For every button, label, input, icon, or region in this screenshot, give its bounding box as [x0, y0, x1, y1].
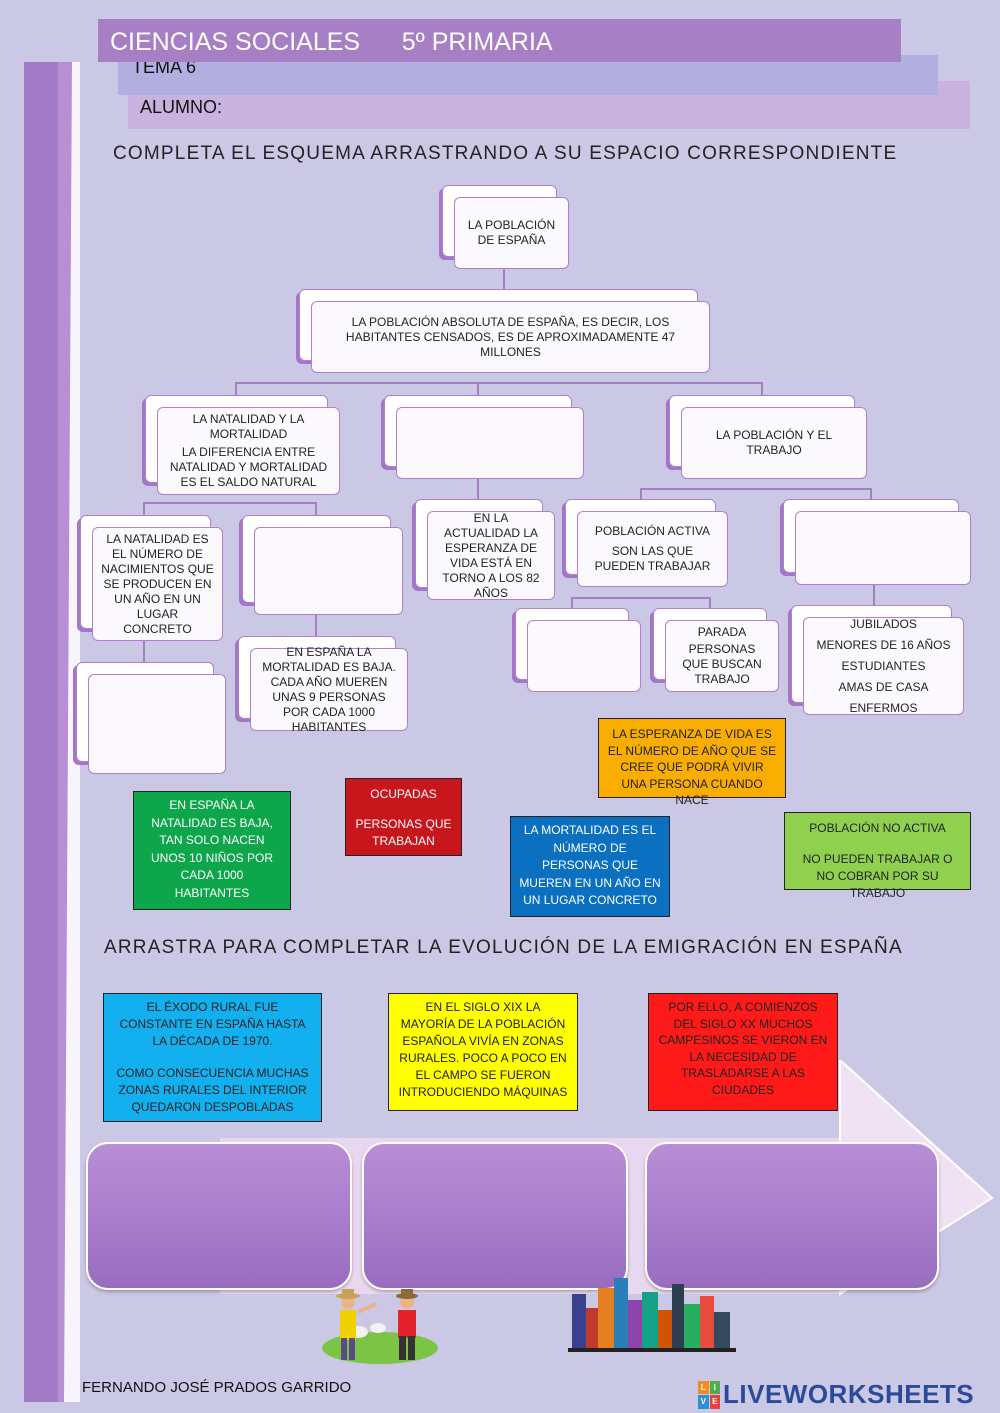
subject-title: CIENCIAS SOCIALES 5º PRIMARIA [98, 19, 901, 62]
node-mortalidad-baja-text: EN ESPAÑA LA MORTALIDAD ES BAJA. CADA AÑ… [262, 644, 396, 734]
node-trabajo-text: LA POBLACIÓN Y EL TRABAJO [715, 428, 833, 457]
node-activa-title: POBLACIÓN ACTIVA [594, 524, 711, 538]
node-poblacion-trabajo: LA POBLACIÓN Y EL TRABAJO [669, 395, 867, 479]
list-item: AMAS DE CASA [838, 679, 929, 694]
scheme-instruction: COMPLETA EL ESQUEMA ARRASTRANDO A SU ESP… [113, 143, 898, 164]
card-title: POBLACIÓN NO ACTIVA [809, 821, 946, 835]
node-natalidad-def-text: LA NATALIDAD ES EL NÚMERO DE NACIMIENTOS… [101, 531, 214, 636]
logo-badge-letter: I [709, 1380, 720, 1394]
node-absolute-text: LA POBLACIÓN ABSOLUTA DE ESPAÑA, ES DECI… [345, 314, 676, 359]
drag-card-natalidad-baja[interactable]: EN ESPAÑA LA NATALIDAD ES BAJA, TAN SOLO… [133, 791, 291, 910]
drag-card-mortalidad-def[interactable]: LA MORTALIDAD ES EL NÚMERO DE PERSONAS Q… [510, 816, 670, 917]
drag-card-esperanza-def[interactable]: LA ESPERANZA DE VIDA ES EL NÚMERO DE AÑO… [598, 718, 786, 807]
farmers-illustration [322, 1289, 438, 1364]
drop-zone-mortalidad-def[interactable] [242, 515, 403, 615]
drop-zone-natalidad-baja[interactable] [76, 662, 226, 774]
node-natalidad-def: LA NATALIDAD ES EL NÚMERO DE NACIMIENTOS… [80, 515, 223, 641]
card-title: OCUPADAS [370, 787, 437, 801]
node-natalidad-mortalidad: LA NATALIDAD Y LA MORTALIDAD LA DIFERENC… [145, 395, 340, 495]
drop-zone-esperanza[interactable] [384, 395, 584, 479]
node-root-text: LA POBLACIÓN DE ESPAÑA [467, 218, 556, 247]
logo-text: LIVEWORKSHEETS [723, 1379, 975, 1409]
card-text-2: COMO CONSECUENCIA MUCHAS ZONAS RURALES D… [116, 1066, 309, 1114]
list-item: JUBILADOS [850, 616, 917, 631]
node-parada-title: PARADA [697, 625, 747, 639]
node-esperanza-actual: EN LA ACTUALIDAD LA ESPERANZA DE VIDA ES… [415, 499, 555, 600]
node-no-activa-list: JUBILADOS MENORES DE 16 AÑOS ESTUDIANTES… [791, 605, 964, 715]
list-item: MENORES DE 16 AÑOS [816, 637, 951, 652]
drop-zone-ocupadas[interactable] [515, 608, 641, 692]
node-natalidad-title: LA NATALIDAD Y LA MORTALIDAD [192, 412, 305, 441]
tema-label: TEMA 6 [132, 57, 197, 77]
logo-badge-letter: V [698, 1395, 709, 1409]
left-decorative-bar [24, 62, 80, 1402]
drag-card-no-activa[interactable]: POBLACIÓN NO ACTIVA NO PUEDEN TRABAJAR O… [784, 812, 971, 900]
alumno-label: ALUMNO: [140, 97, 223, 117]
logo-badge-letter: L [698, 1380, 709, 1394]
city-skyline-illustration [568, 1278, 736, 1352]
card-text: EN ESPAÑA LA NATALIDAD ES BAJA, TAN SOLO… [150, 798, 274, 900]
node-parada-body: PERSONAS QUE BUSCAN TRABAJO [682, 642, 762, 686]
node-root: LA POBLACIÓN DE ESPAÑA [442, 185, 569, 269]
node-parada: PARADA PERSONAS QUE BUSCAN TRABAJO [653, 608, 779, 692]
timeline-drop-zone-1[interactable] [86, 1142, 352, 1290]
card-text: EN EL SIGLO XIX LA MAYORÍA DE LA POBLACI… [398, 1000, 568, 1099]
node-esperanza-actual-text: EN LA ACTUALIDAD LA ESPERANZA DE VIDA ES… [442, 510, 540, 600]
card-body: NO PUEDEN TRABAJAR O NO COBRAN POR SU TR… [802, 852, 953, 900]
node-natalidad-body: LA DIFERENCIA ENTRE NATALIDAD Y MORTALID… [169, 445, 328, 489]
node-activa-body: SON LAS QUE PUEDEN TRABAJAR [594, 544, 711, 573]
list-item: ESTUDIANTES [841, 658, 926, 673]
drag-card-ocupadas[interactable]: OCUPADAS PERSONAS QUE TRABAJAN [345, 778, 462, 856]
list-item: ENFERMOS [849, 700, 918, 715]
node-absolute-population: LA POBLACIÓN ABSOLUTA DE ESPAÑA, ES DECI… [299, 289, 710, 373]
timeline-drop-zone-2[interactable] [362, 1142, 628, 1290]
card-text: POR ELLO, A COMIENZOS DEL SIGLO XX MUCHO… [658, 1000, 828, 1097]
node-mortalidad-baja: EN ESPAÑA LA MORTALIDAD ES BAJA. CADA AÑ… [238, 636, 408, 734]
card-text: LA MORTALIDAD ES EL NÚMERO DE PERSONAS Q… [519, 823, 661, 907]
card-text: LA ESPERANZA DE VIDA ES EL NÚMERO DE AÑO… [607, 727, 777, 807]
card-body: PERSONAS QUE TRABAJAN [355, 817, 452, 848]
logo-badge-icon: L I V E [698, 1380, 720, 1409]
emigration-instruction: ARRASTRA PARA COMPLETAR LA EVOLUCIÓN DE … [104, 937, 903, 958]
logo-badge-letter: E [709, 1395, 720, 1409]
timeline-drop-zone-3[interactable] [645, 1142, 939, 1290]
liveworksheets-logo[interactable]: L I V E LIVEWORKSHEETS [698, 1379, 974, 1410]
author-credit: FERNANDO JOSÉ PRADOS GARRIDO [82, 1379, 352, 1396]
card-text-1: EL ÉXODO RURAL FUE CONSTANTE EN ESPAÑA H… [119, 1000, 306, 1048]
drag-card-exodo-rural[interactable]: EL ÉXODO RURAL FUE CONSTANTE EN ESPAÑA H… [103, 993, 322, 1122]
node-poblacion-activa: POBLACIÓN ACTIVA SON LAS QUE PUEDEN TRAB… [565, 499, 728, 587]
drag-card-siglo-xx[interactable]: POR ELLO, A COMIENZOS DEL SIGLO XX MUCHO… [648, 993, 838, 1111]
drop-zone-no-activa[interactable] [783, 499, 971, 585]
drag-card-siglo-xix[interactable]: EN EL SIGLO XIX LA MAYORÍA DE LA POBLACI… [388, 993, 578, 1111]
